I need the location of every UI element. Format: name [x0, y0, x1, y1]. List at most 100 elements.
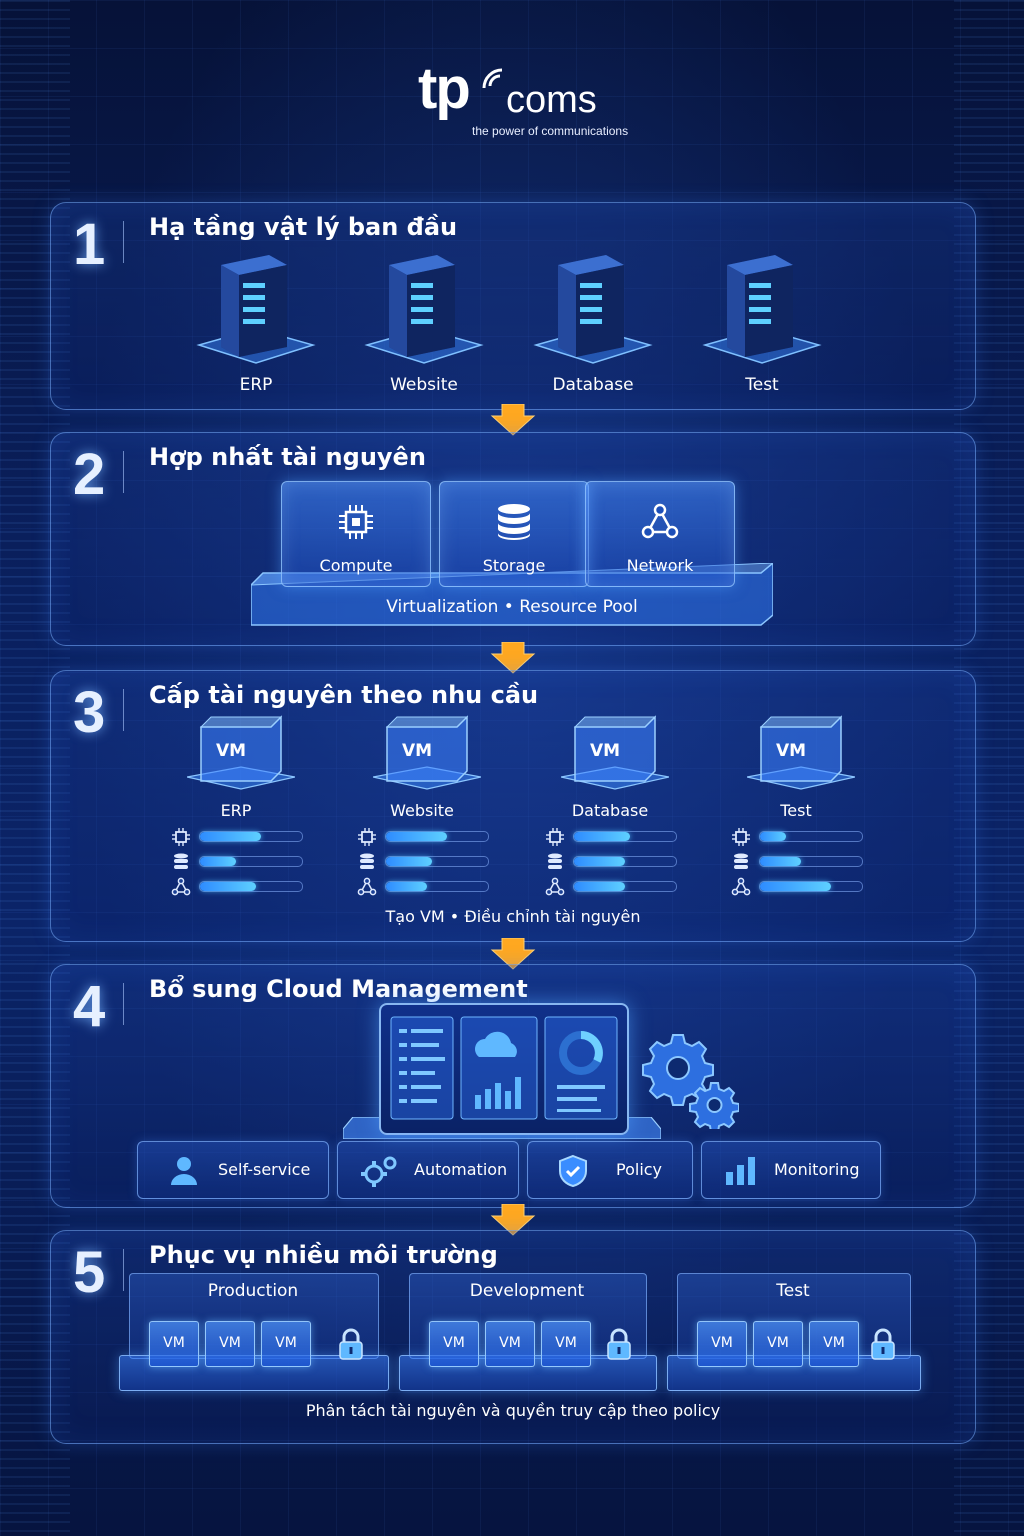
step-separator — [123, 451, 124, 493]
bar-track — [573, 831, 677, 842]
lock-icon — [607, 1328, 631, 1360]
bar-track — [759, 881, 863, 892]
environment-title: Test — [776, 1281, 810, 1301]
storage-allocation-bar — [357, 853, 497, 869]
vm-label: VM — [775, 741, 807, 761]
server-icon — [702, 255, 822, 364]
bar-fill — [760, 882, 832, 891]
storage-allocation-bar — [171, 853, 311, 869]
vm-label: VM — [823, 1335, 845, 1351]
step-number: 3 — [73, 680, 106, 745]
compute-allocation-bar — [357, 828, 497, 846]
step-title: Hạ tầng vật lý ban đầu — [149, 213, 458, 241]
bar-track — [759, 831, 863, 842]
network-nodes-icon — [171, 877, 191, 901]
step-separator — [123, 983, 124, 1025]
vm-label: VM — [555, 1335, 577, 1351]
step-title: Phục vụ nhiều môi trường — [149, 1241, 498, 1269]
compute-allocation-bar — [171, 828, 311, 846]
vm-name: Test — [780, 801, 812, 820]
vm-block: VM — [541, 1321, 591, 1367]
vm-block: VM — [149, 1321, 199, 1367]
cpu-chip-icon — [731, 827, 751, 851]
vm-cube-icon — [187, 715, 295, 790]
network-allocation-bar — [545, 877, 685, 896]
server-erp: ERP — [191, 247, 321, 397]
vm-cube-icon — [747, 715, 855, 790]
bar-track — [573, 881, 677, 892]
network-allocation-bar — [731, 877, 871, 896]
bar-fill — [200, 882, 257, 891]
resource-network: Network — [585, 481, 735, 587]
server-database: Database — [528, 247, 658, 397]
vm-label: VM — [401, 741, 433, 761]
vm-label: VM — [163, 1335, 185, 1351]
vm-block: VM — [205, 1321, 255, 1367]
vm-cube-icon — [373, 715, 481, 790]
bar-fill — [200, 832, 262, 841]
storage-allocation-bar — [545, 853, 685, 869]
bar-track — [385, 831, 489, 842]
signal-waves-icon — [482, 68, 503, 89]
resource-label: Storage — [482, 556, 546, 575]
lock-icon — [339, 1328, 363, 1360]
step-title: Cấp tài nguyên theo nhu cầu — [149, 681, 539, 709]
flow-arrow-down-icon — [490, 642, 536, 674]
flow-arrow-down-icon — [490, 404, 536, 436]
bar-track — [199, 831, 303, 842]
database-icon — [731, 852, 751, 876]
network-allocation-bar — [171, 877, 311, 896]
server-label: Test — [745, 375, 779, 395]
server-label: Website — [390, 375, 458, 395]
server-label: ERP — [239, 375, 273, 395]
resource-pool-label: Virtualization • Resource Pool — [386, 597, 638, 617]
step-3-caption: Tạo VM • Điều chỉnh tài nguyên — [385, 907, 641, 926]
bar-track — [759, 856, 863, 867]
cloud-management-dashboard — [379, 1003, 629, 1135]
logo-coms: coms — [506, 79, 597, 121]
step-separator — [123, 1249, 124, 1291]
bar-fill — [760, 832, 786, 841]
service-label: Automation — [414, 1160, 508, 1179]
database-icon — [357, 852, 377, 876]
logo-tp: tp — [418, 56, 471, 121]
environment-title: Development — [469, 1281, 585, 1301]
vm-column-test: VM Test — [731, 715, 881, 896]
server-icon — [533, 255, 653, 364]
step-number: 1 — [73, 212, 106, 277]
network-nodes-icon — [545, 877, 565, 901]
resource-label: Network — [626, 556, 694, 575]
lock-icon — [871, 1328, 895, 1360]
vm-name: ERP — [220, 801, 252, 820]
vm-block: VM — [261, 1321, 311, 1367]
bar-fill — [386, 857, 432, 866]
server-icon — [364, 255, 484, 364]
vm-block: VM — [809, 1321, 859, 1367]
service-policy: Policy — [527, 1141, 693, 1199]
storage-allocation-bar — [731, 853, 871, 869]
flow-arrow-down-icon — [490, 938, 536, 970]
tpcoms-logo: tp coms the power of communications — [418, 56, 628, 144]
bar-track — [385, 881, 489, 892]
environment-title: Production — [207, 1281, 299, 1301]
step-2-panel: 2 Hợp nhất tài nguyên Virtualization • R… — [50, 432, 976, 646]
vm-block: VM — [753, 1321, 803, 1367]
database-icon — [171, 852, 191, 876]
user-icon — [171, 1157, 197, 1185]
bar-track — [573, 856, 677, 867]
step-title: Hợp nhất tài nguyên — [149, 443, 426, 471]
service-label: Monitoring — [774, 1160, 860, 1179]
cpu-chip-icon — [171, 827, 191, 851]
step-number: 5 — [73, 1240, 106, 1305]
database-icon — [498, 504, 530, 540]
step-separator — [123, 221, 124, 263]
step-separator — [123, 689, 124, 731]
vm-label: VM — [711, 1335, 733, 1351]
resource-compute: Compute — [281, 481, 431, 587]
vm-block: VM — [429, 1321, 479, 1367]
bar-fill — [386, 832, 448, 841]
